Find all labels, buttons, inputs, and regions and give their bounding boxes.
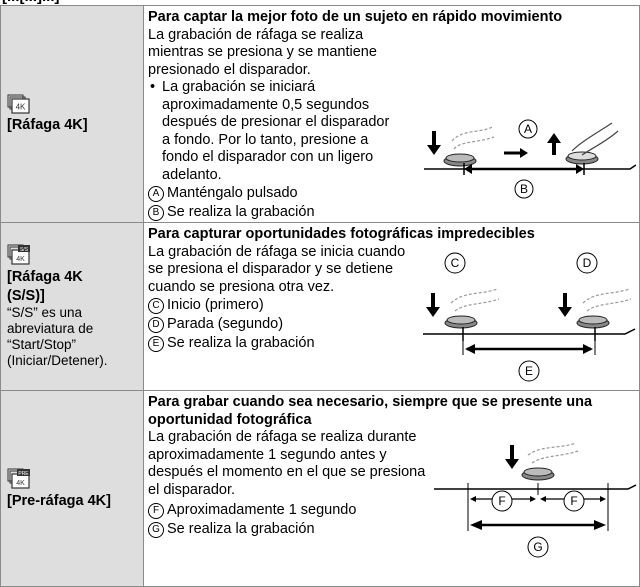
icon-text: 4K [16,103,26,112]
legend-text: Inicio (primero) [167,296,264,313]
legend-item: E Se realiza la grabación [148,334,634,353]
legend-text: Se realiza la grabación [167,334,315,351]
start-stop-illustration: C D E [423,252,636,382]
mark-a: A [148,185,164,202]
cropped-header-text: [...[...]...] [2,0,60,5]
shutter-hold-illustration: A B [424,119,636,199]
icon-tag: S/S [20,247,29,253]
mark-d: D [148,316,164,333]
mark-e: E [148,335,164,352]
description-cell: Para grabar cuando sea necesario, siempr… [143,390,640,587]
mode-cell: PRE 4K [Pre-ráfaga 4K] [0,390,144,587]
legend-item: F Aproximadamente 1 segundo [148,501,634,520]
row-heading: Para captar la mejor foto de un sujeto e… [148,9,563,25]
mark-e: E [525,364,533,378]
mark-c: C [451,256,460,270]
legend-item: B Se realiza la grabación [148,203,634,222]
table-row: S/S 4K [Ráfaga 4K (S/S)] “S/S” es una ab… [0,222,640,391]
legend-text: Aproximadamente 1 segundo [167,501,357,518]
mark-f: F [498,494,505,508]
mode-note: “S/S” es una abreviatura de “Start/Stop”… [7,305,108,368]
mode-label: (S/S)] [7,288,45,304]
legend-text: Se realiza la grabación [167,203,315,220]
legend-item: D Parada (segundo) [148,315,634,334]
description-cell: Para captar la mejor foto de un sujeto e… [143,5,640,223]
mark-f: F [148,502,164,519]
bullet-text: La grabación se iniciará aproximadamente… [162,79,390,183]
row-description: La grabación de ráfaga se realiza durant… [148,429,426,498]
table-row: 4K [Ráfaga 4K] Para captar la mejor foto… [0,5,640,223]
burst-4k-start-stop-icon: S/S 4K [7,244,30,265]
icon-text: 4K [16,256,25,263]
mode-cell: 4K [Ráfaga 4K] [0,5,144,223]
mark-f: F [570,494,577,508]
legend-text: Manténgalo pulsado [167,184,298,201]
mode-label: [Ráfaga 4K] [7,117,88,133]
mark-b: B [520,182,528,196]
cropped-header: [...[...]...] [0,0,640,6]
legend-text: Parada (segundo) [167,315,284,332]
mode-table: 4K [Ráfaga 4K] Para captar la mejor foto… [0,5,640,587]
mark-g: G [533,540,542,554]
burst-4k-icon: 4K [7,94,30,114]
description-cell: Para capturar oportunidades fotográficas… [143,222,640,391]
pre-burst-4k-icon: PRE 4K [7,468,30,489]
row-description: La grabación de ráfaga se inicia cuando … [148,243,406,295]
row-heading: Para capturar oportunidades fotográficas… [148,226,535,242]
mark-g: G [148,521,164,538]
bullet-item: • La grabación se iniciará aproximadamen… [148,79,400,184]
mark-a: A [524,122,532,136]
table-row: PRE 4K [Pre-ráfaga 4K] Para grabar cuand… [0,390,640,587]
mark-c: C [148,297,164,314]
legend-item: G Se realiza la grabación [148,520,634,539]
icon-tag: PRE [18,471,29,477]
legend-text: Se realiza la grabación [167,520,315,537]
icon-text: 4K [16,480,25,487]
pre-burst-illustration: F F G [434,443,637,558]
row-heading: Para grabar cuando sea necesario, siempr… [148,394,593,428]
mode-cell: S/S 4K [Ráfaga 4K (S/S)] “S/S” es una ab… [0,222,144,391]
mark-b: B [148,204,164,221]
bullet-dot: • [150,79,156,95]
mode-label: [Ráfaga 4K [7,269,83,285]
mode-label: [Pre-ráfaga 4K] [7,492,111,509]
row-description: La grabación de ráfaga se realiza mientr… [148,26,377,78]
legend-item: A Manténgalo pulsado [148,184,634,203]
mark-d: D [583,256,592,270]
legend-item: C Inicio (primero) [148,296,634,315]
